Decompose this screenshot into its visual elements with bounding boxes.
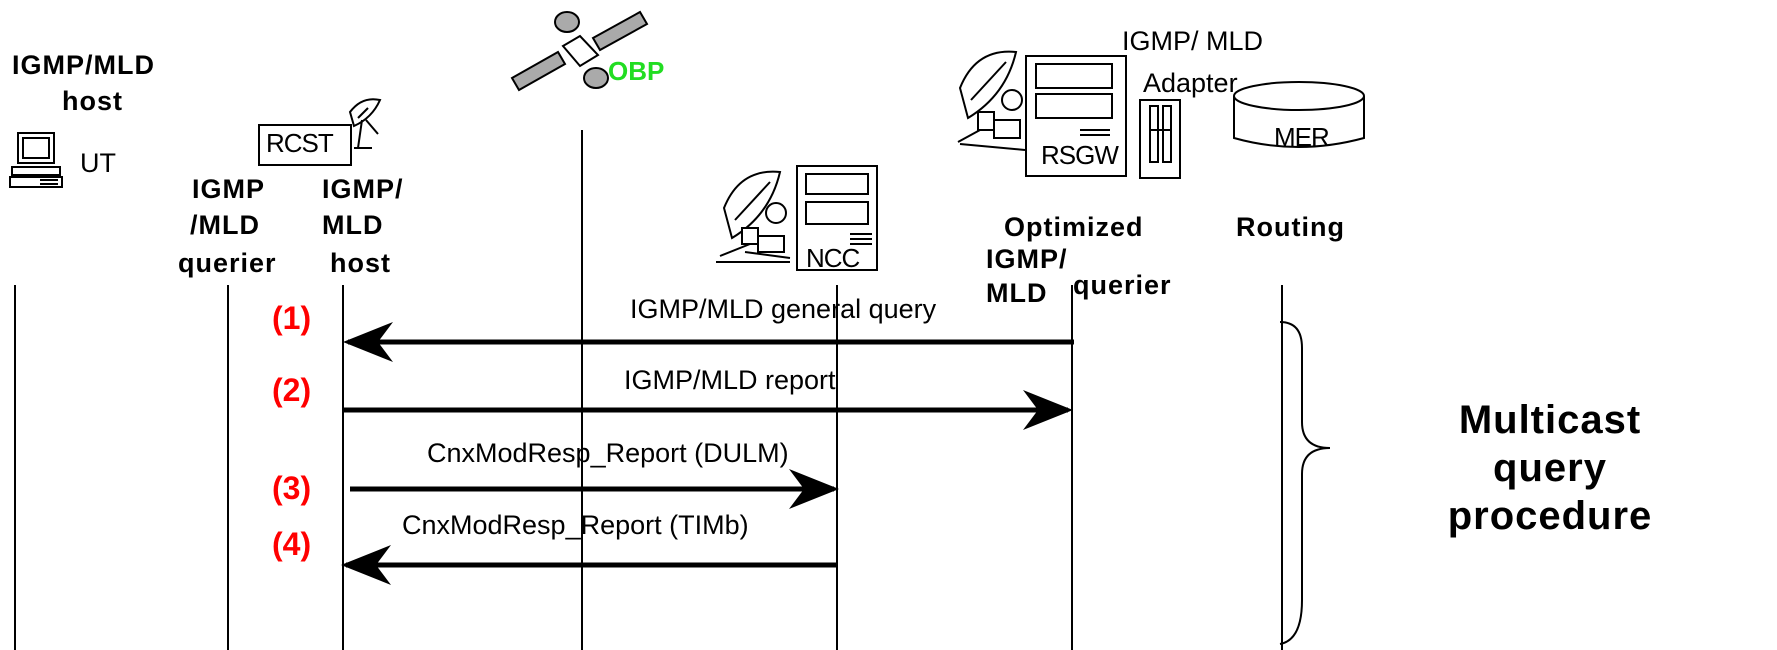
computer-icon — [9, 132, 63, 188]
procedure-label: Multicast query procedure — [1335, 396, 1765, 540]
satellite-icon — [510, 10, 649, 92]
adapter-tower-icon — [1139, 99, 1181, 179]
ncc-dish-icon — [716, 170, 791, 263]
message-label-3: CnxModResp_Report (DULM) — [427, 438, 789, 468]
step-number-3: (3) — [272, 470, 312, 506]
ncc-label: NCC — [806, 243, 860, 273]
rcst-querier-label-3: querier — [178, 248, 277, 278]
rsgw-dish-icon — [957, 50, 1026, 151]
rsgw-label: RSGW — [1041, 140, 1119, 170]
adapter-label-1: IGMP/ MLD — [1122, 26, 1264, 56]
routing-label: Routing — [1236, 212, 1345, 242]
rcst-label: RCST — [266, 128, 334, 158]
optimized-label-3: MLD — [986, 278, 1048, 308]
dish-antenna-icon — [348, 98, 382, 149]
rsgw-server-icon — [1025, 55, 1127, 177]
rcst-querier-label-1: IGMP — [192, 174, 266, 204]
procedure-label-line1: Multicast — [1458, 398, 1642, 442]
message-arrows — [341, 322, 1074, 585]
entity-host-label: IGMP/MLD — [12, 50, 155, 80]
rcst-host-label-1: IGMP/ — [322, 174, 404, 204]
optimized-label-1: Optimized — [1004, 212, 1144, 242]
obp-label: OBP — [608, 56, 665, 86]
mer-label: MER — [1274, 122, 1330, 152]
rcst-host-label-3: host — [330, 248, 391, 278]
step-number-2: (2) — [272, 372, 312, 408]
rcst-host-label-2: MLD — [322, 210, 384, 240]
procedure-label-line2: query — [1493, 446, 1607, 490]
optimized-label-4: querier — [1073, 270, 1172, 300]
rcst-box — [258, 124, 352, 166]
rcst-querier-label-2: /MLD — [190, 210, 260, 240]
ut-label: UT — [80, 148, 116, 178]
message-label-4: CnxModResp_Report (TIMb) — [402, 510, 749, 540]
router-icon — [1233, 81, 1365, 148]
step-number-4: (4) — [272, 526, 312, 562]
message-label-1: IGMP/MLD general query — [630, 294, 937, 324]
message-label-2: IGMP/MLD report — [624, 365, 836, 395]
ncc-server-icon — [796, 165, 878, 271]
entity-host-label-2: host — [62, 86, 123, 116]
adapter-label-2: Adapter — [1143, 68, 1238, 98]
step-number-1: (1) — [272, 300, 312, 336]
optimized-label-2: IGMP/ — [986, 244, 1068, 274]
procedure-brace — [1279, 321, 1331, 645]
procedure-label-line3: procedure — [1447, 494, 1653, 538]
